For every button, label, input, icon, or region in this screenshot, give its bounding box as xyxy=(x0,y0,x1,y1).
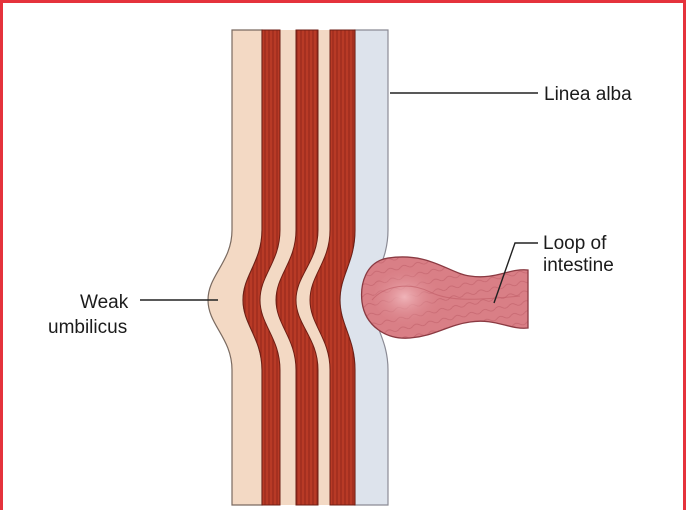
label-loop-line1: Loop of xyxy=(543,233,614,255)
label-weak-line2: umbilicus xyxy=(48,317,127,339)
label-linea-alba: Linea alba xyxy=(544,84,632,106)
label-weak-line1: Weak xyxy=(80,292,128,314)
intestine-loop-icon xyxy=(362,257,528,338)
label-loop-of-intestine: Loop of intestine xyxy=(543,233,614,277)
label-loop-line2: intestine xyxy=(543,255,614,277)
label-umbilicus: umbilicus xyxy=(48,317,127,339)
label-weak: Weak xyxy=(80,292,128,314)
label-linea-alba-text: Linea alba xyxy=(544,84,632,106)
